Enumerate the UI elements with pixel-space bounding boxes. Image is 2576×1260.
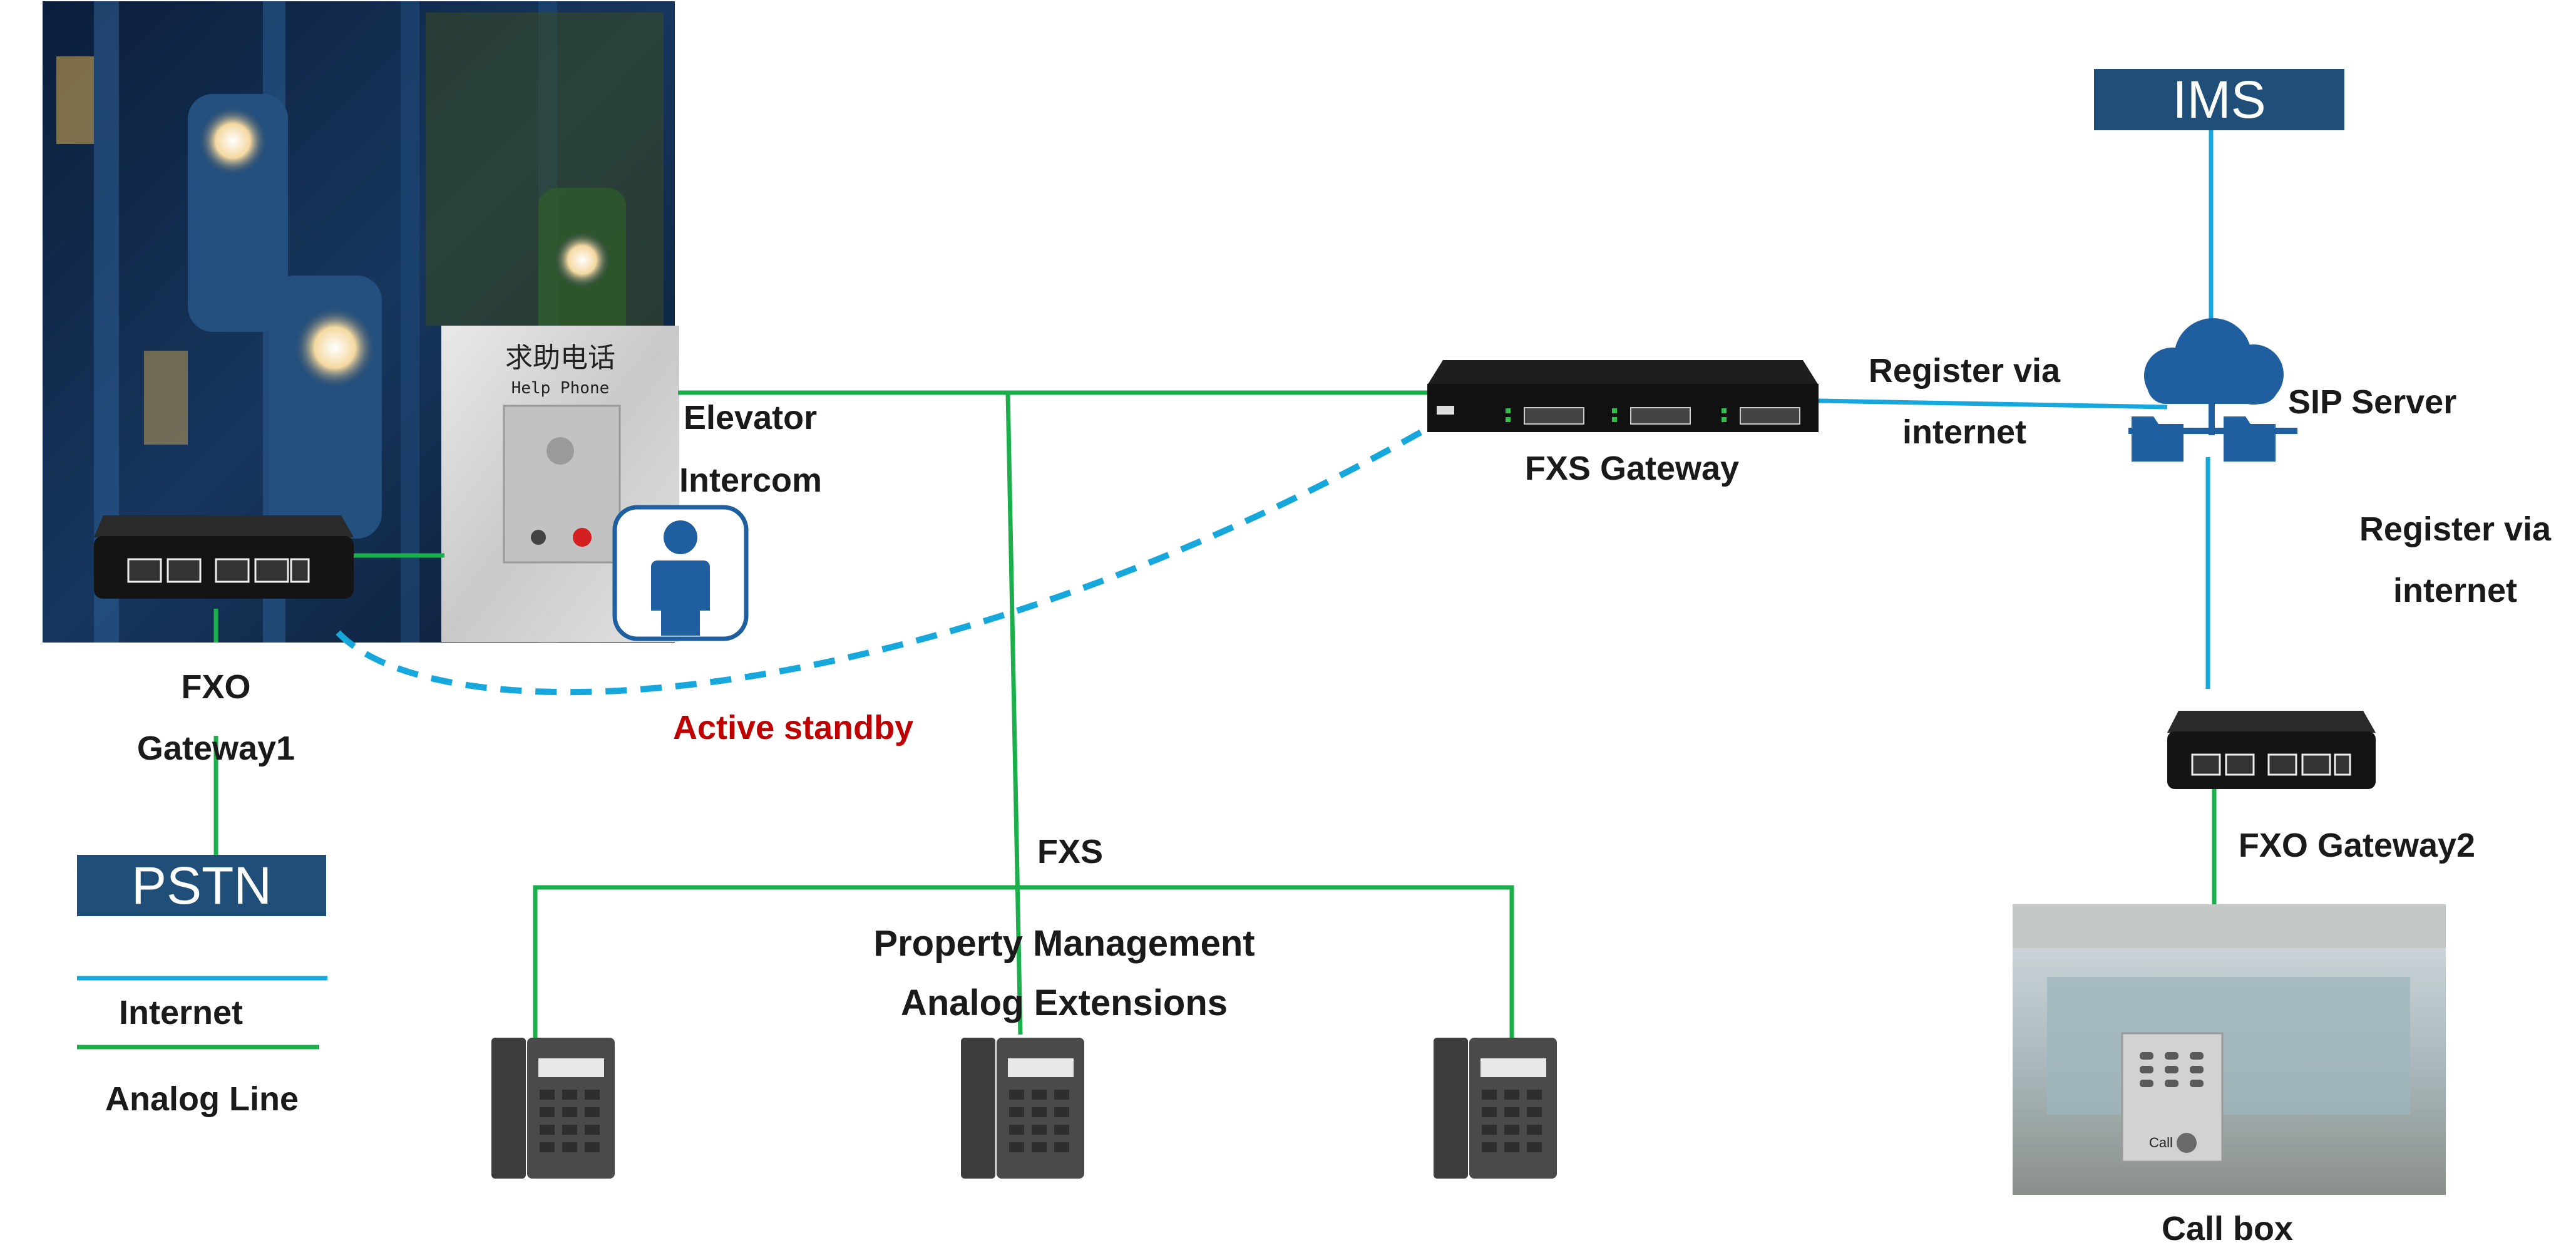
internet-label-left: internet — [1902, 413, 2027, 451]
fxs-label: FXS — [1037, 833, 1104, 870]
desk-phone-1 — [491, 1038, 615, 1179]
ims-box: IMS — [2094, 69, 2344, 130]
legend-internet-label: Internet — [119, 994, 244, 1031]
active-standby-label: Active standby — [673, 709, 914, 746]
desk-phone-2 — [961, 1038, 1084, 1179]
help-phone-en-label: Help Phone — [511, 379, 610, 398]
analog-extensions-label: Analog Extensions — [900, 983, 1228, 1023]
extensions-bus-line — [533, 885, 1514, 1038]
fxs-gateway-to-sip-line — [1818, 398, 2168, 410]
property-management-label: Property Management — [873, 923, 1255, 964]
intercom-label: Intercom — [679, 462, 823, 499]
fxo-gateway1-device — [94, 515, 354, 599]
internet-label-right: internet — [2393, 572, 2518, 609]
help-phone-cn-label: 求助电话 — [505, 342, 615, 374]
register-via-label-right: Register via — [2359, 510, 2552, 548]
sip-server-label: SIP Server — [2288, 383, 2457, 421]
elevator-photo — [43, 1, 675, 643]
fxs-gateway-label: FXS Gateway — [1524, 450, 1740, 487]
active-standby-dashed-line — [336, 429, 1423, 696]
cloud-server-icon — [2128, 318, 2297, 462]
fxo-label: FXO — [181, 668, 251, 706]
ims-label: IMS — [2172, 70, 2266, 129]
call-box-photo: Call — [2013, 904, 2446, 1195]
fxs-gateway-device — [1427, 360, 1819, 432]
call-button-label: Call — [2149, 1135, 2173, 1150]
fxs-line-vertical — [1005, 392, 1023, 1035]
desk-phone-3 — [1434, 1038, 1557, 1179]
register-via-label-left: Register via — [1868, 352, 2061, 390]
pstn-box: PSTN — [77, 855, 326, 916]
person-icon — [612, 505, 749, 641]
fxo-gateway2-device — [2167, 711, 2376, 789]
call-box-label: Call box — [2161, 1210, 2294, 1247]
pstn-label: PSTN — [131, 855, 272, 915]
elevator-label: Elevator — [684, 399, 818, 436]
fxo-gateway2-label: FXO Gateway2 — [2238, 827, 2476, 864]
gateway1-label: Gateway1 — [136, 730, 295, 767]
legend-analog-line-label: Analog Line — [105, 1080, 299, 1118]
